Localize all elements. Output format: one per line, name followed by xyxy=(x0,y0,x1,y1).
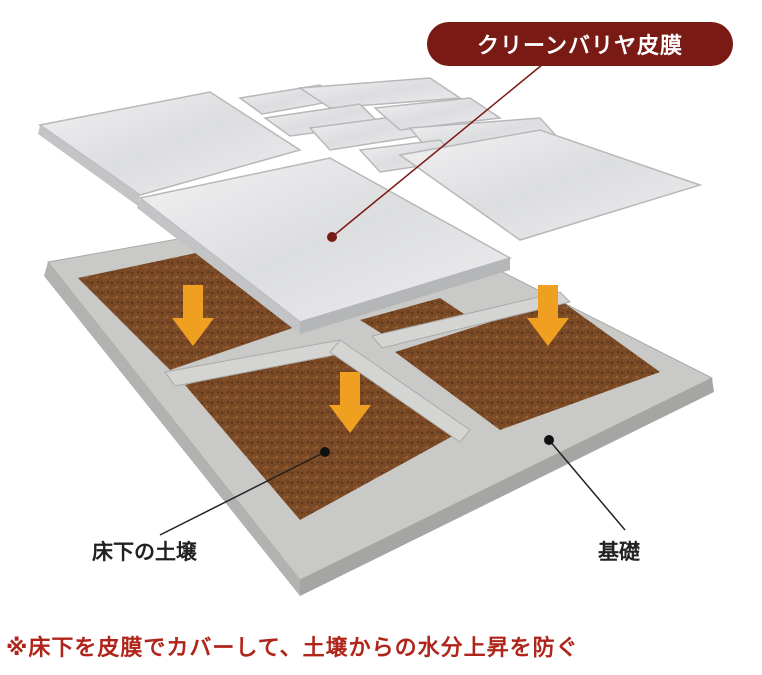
membrane-callout: クリーンバリヤ皮膜 xyxy=(427,22,733,66)
soil-callout: 床下の土壌 xyxy=(92,540,197,564)
membrane-tile xyxy=(297,77,463,109)
soil-compartment xyxy=(360,298,470,340)
down-arrow-icon xyxy=(527,285,569,346)
callout-leaders xyxy=(159,59,626,536)
membrane-leader xyxy=(331,59,549,238)
down-arrow-icon xyxy=(329,372,371,433)
clean-barrier-membrane xyxy=(38,77,703,334)
soil-compartment xyxy=(395,300,660,430)
inner-walls xyxy=(164,291,571,443)
callout-dot-icon xyxy=(544,435,554,445)
soil-leader xyxy=(159,451,326,536)
callout-dot-icon xyxy=(320,447,330,457)
footnote: ※床下を皮膜でカバーして、土壌からの水分上昇を防ぐ xyxy=(6,636,579,661)
foundation-leader xyxy=(548,439,626,531)
membrane-tile xyxy=(373,97,503,131)
foundation-callout: 基礎 xyxy=(598,540,640,564)
membrane-tile xyxy=(398,129,703,241)
callout-dot-icon xyxy=(327,232,337,242)
down-arrow-icon xyxy=(172,285,214,346)
down-arrows xyxy=(172,285,569,433)
